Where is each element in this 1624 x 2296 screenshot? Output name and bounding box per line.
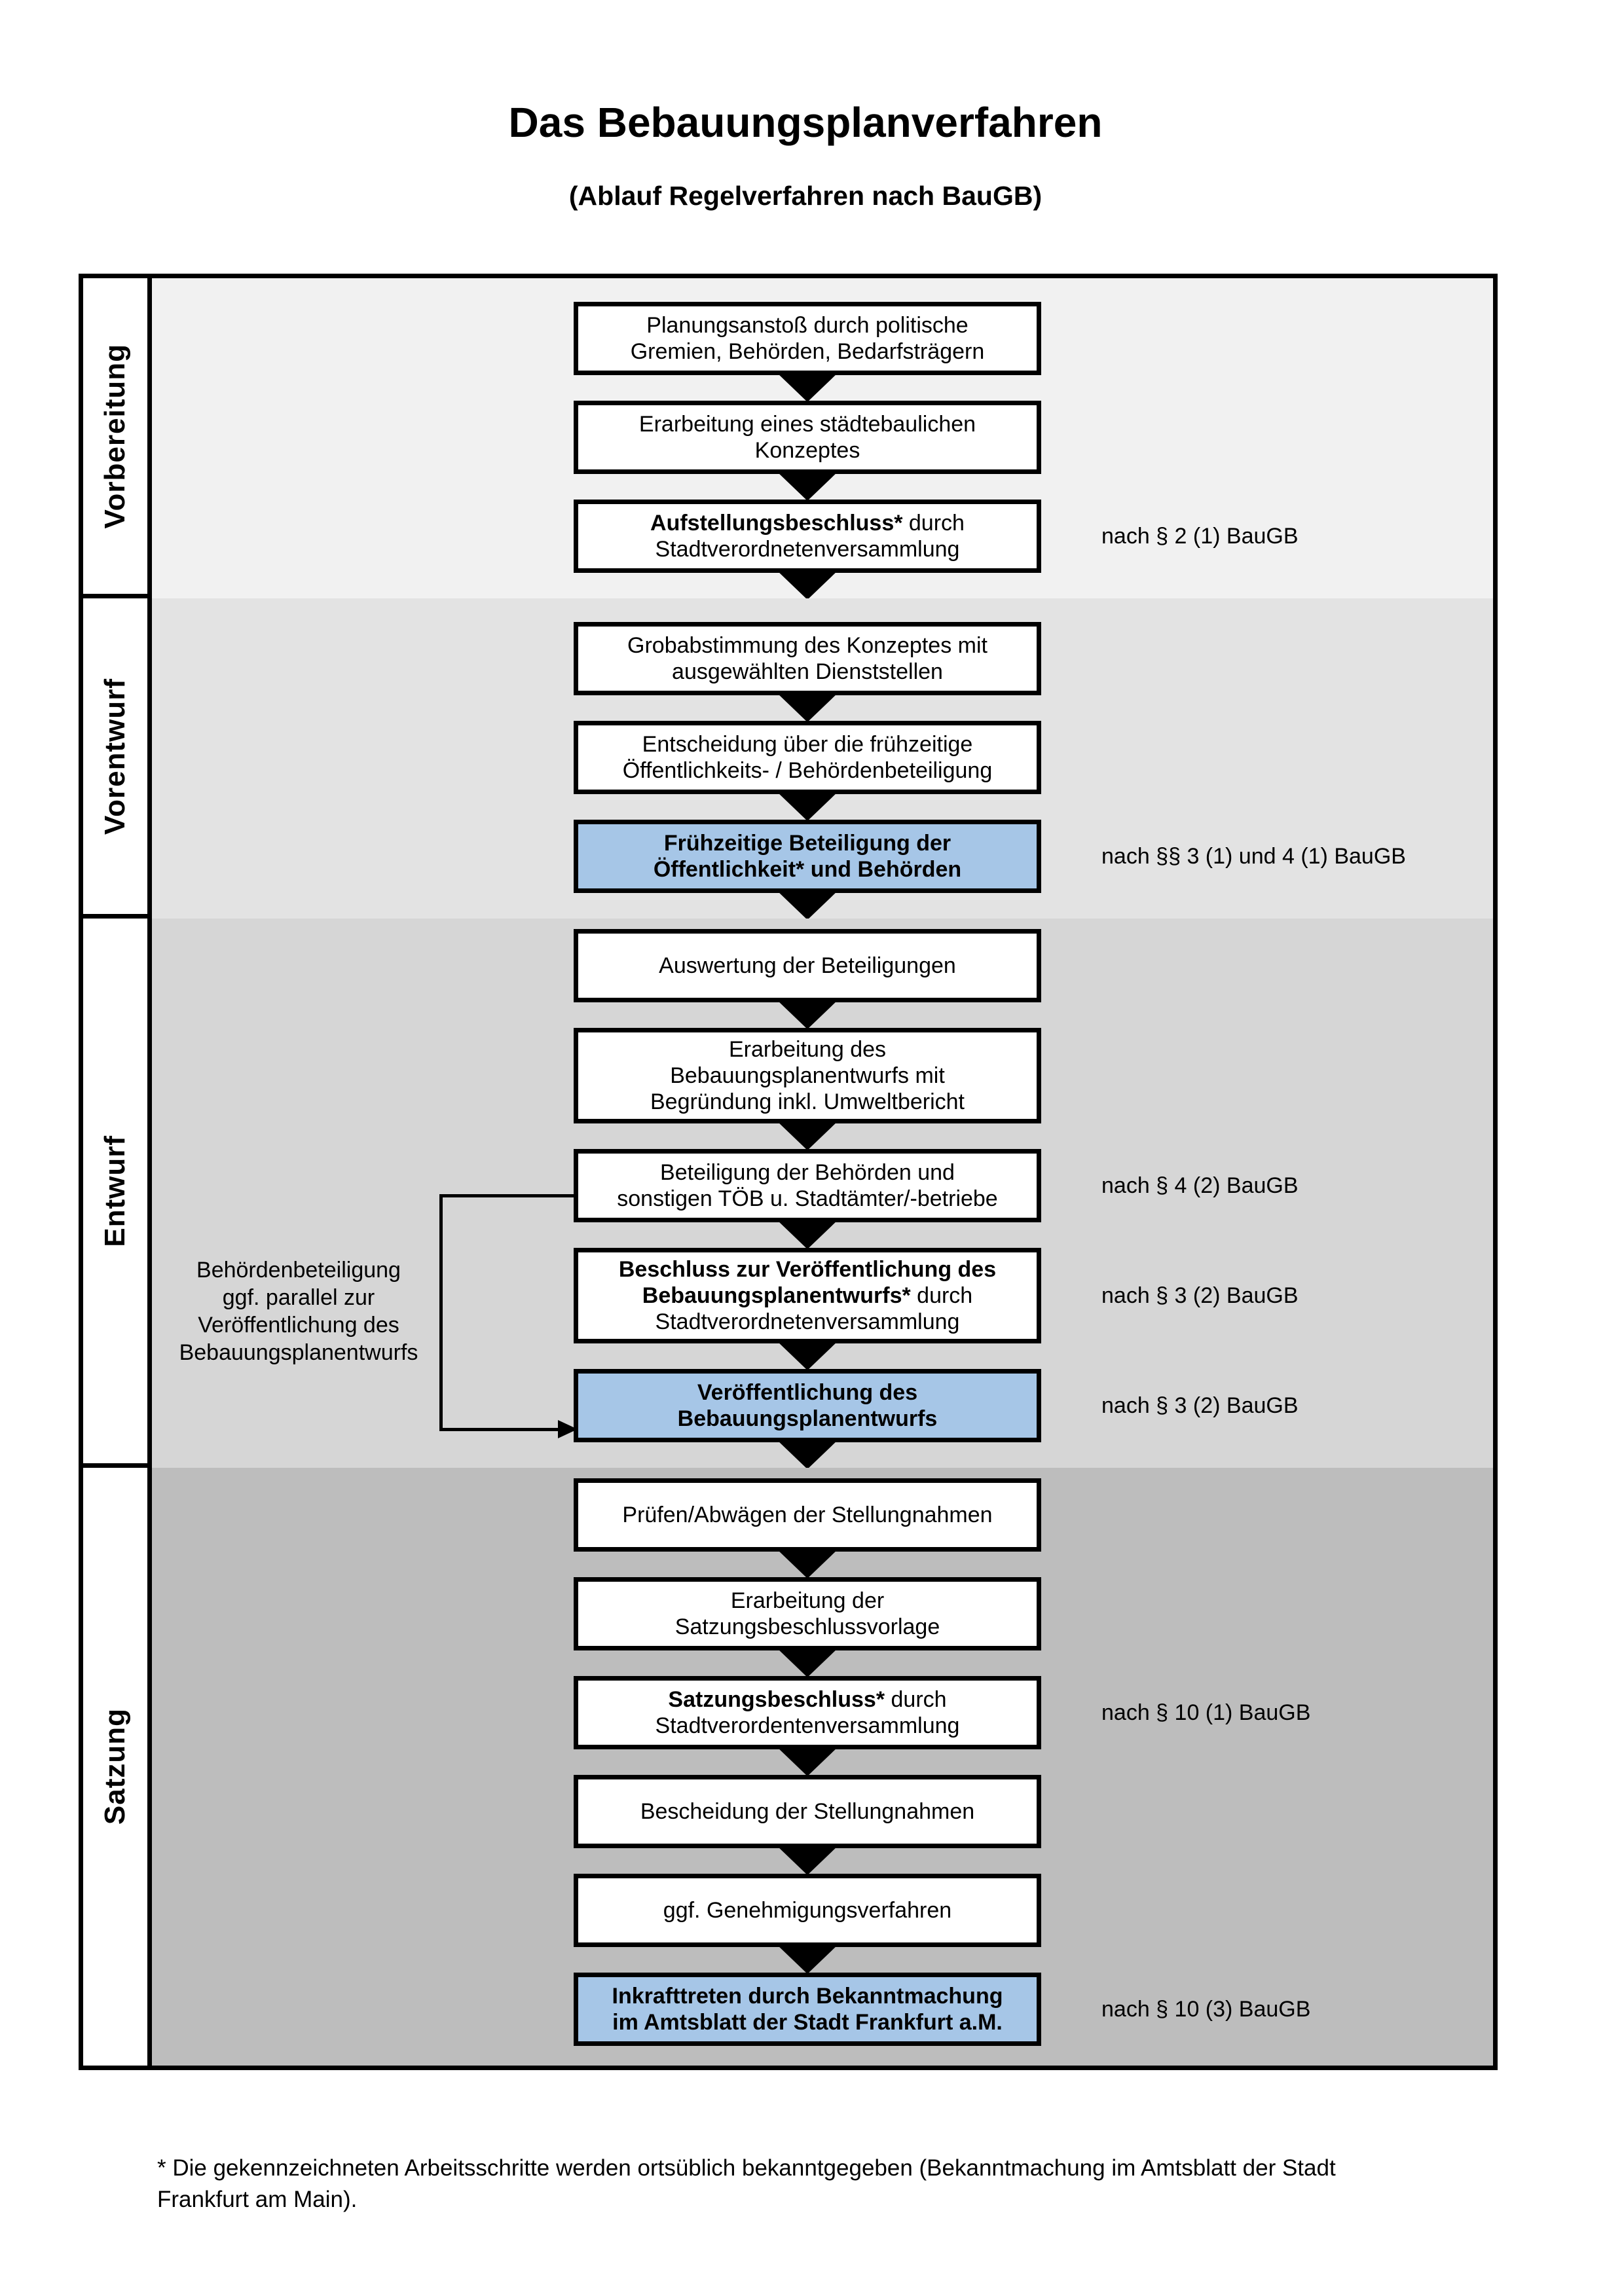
process-step-box: Bescheidung der Stellungnahmen	[574, 1775, 1041, 1848]
process-row: Beschluss zur Veröffentlichung des Bebau…	[152, 1248, 1493, 1343]
process-step-box: Aufstellungsbeschluss* durch Stadtverord…	[574, 500, 1041, 573]
process-step-text: Auswertung der Beteiligungen	[659, 953, 956, 978]
process-step-text: Erarbeitung eines städtebaulichen Konzep…	[638, 412, 976, 463]
process-step-text: Beschluss zur Veröffentlichung des Bebau…	[618, 1257, 997, 1334]
down-arrow-icon	[776, 1340, 839, 1370]
process-step-text: Aufstellungsbeschluss* durch Stadtverord…	[650, 511, 965, 562]
phase-label-entwurf: Entwurf	[83, 919, 152, 1468]
process-row: Veröffentlichung des Bebauungsplanentwur…	[152, 1369, 1493, 1442]
process-step-box: Entscheidung über die frühzeitige Öffent…	[574, 721, 1041, 794]
down-arrow-icon	[776, 999, 839, 1029]
process-step-box: Planungsanstoß durch politische Gremien,…	[574, 302, 1041, 375]
down-arrow-icon	[776, 890, 839, 920]
process-step-box: ggf. Genehmigungsverfahren	[574, 1874, 1041, 1947]
phase-label-vorbereitung: Vorbereitung	[83, 278, 152, 598]
process-step-box: Erarbeitung eines städtebaulichen Konzep…	[574, 401, 1041, 474]
parallel-note: Behördenbeteiligung ggf. parallel zur Ve…	[179, 1258, 418, 1365]
law-reference: nach § 3 (2) BauGB	[1101, 1283, 1299, 1308]
law-reference: nach §§ 3 (1) und 4 (1) BauGB	[1101, 843, 1406, 869]
process-row: Auswertung der Beteiligungen	[152, 929, 1493, 1002]
process-step-box: Auswertung der Beteiligungen	[574, 929, 1041, 1002]
footnote: * Die gekennzeichneten Arbeitsschritte w…	[157, 2155, 1336, 2212]
parallel-connector-line	[439, 1194, 578, 1438]
law-reference: nach § 10 (1) BauGB	[1101, 1700, 1311, 1725]
process-step-text: ggf. Genehmigungsverfahren	[663, 1898, 952, 1923]
diagram-frame: Vorbereitung Planungsanstoß durch politis…	[79, 274, 1498, 2070]
phase-label-satzung: Satzung	[83, 1468, 152, 2066]
process-row: Grobabstimmung des Konzeptes mit ausgewä…	[152, 622, 1493, 695]
page-subtitle: (Ablauf Regelverfahren nach BauGB)	[568, 181, 1043, 211]
phase-label-text: Entwurf	[99, 1135, 131, 1247]
law-reference: nach § 4 (2) BauGB	[1101, 1173, 1299, 1198]
process-step-text: Beteiligung der Behörden und sonstigen T…	[617, 1160, 998, 1211]
process-step-text: Satzungsbeschluss* durch Stadtverordente…	[655, 1687, 960, 1738]
process-step-text: Erarbeitung des Bebauungsplanentwurfs mi…	[650, 1037, 965, 1114]
down-arrow-icon	[776, 1845, 839, 1875]
phase-label-text: Satzung	[99, 1708, 131, 1825]
process-row: Beteiligung der Behörden und sonstigen T…	[152, 1149, 1493, 1222]
process-step-box-highlighted: Inkrafttreten durch Bekanntmachung im Am…	[574, 1973, 1041, 2046]
phase-label-text: Vorbereitung	[99, 343, 131, 529]
law-reference: nach § 3 (2) BauGB	[1101, 1393, 1299, 1418]
process-step-text: Erarbeitung der Satzungsbeschlussvorlage	[674, 1588, 940, 1639]
process-row: ggf. Genehmigungsverfahren	[152, 1874, 1493, 1947]
process-step-text: Bescheidung der Stellungnahmen	[640, 1799, 975, 1824]
process-step-box: Erarbeitung der Satzungsbeschlussvorlage	[574, 1577, 1041, 1650]
phase-label-vorentwurf: Vorentwurf	[83, 598, 152, 919]
process-row: Erarbeitung eines städtebaulichen Konzep…	[152, 401, 1493, 474]
process-step-box-highlighted: Frühzeitige Beteiligung der Öffentlichke…	[574, 820, 1041, 893]
down-arrow-icon	[776, 1219, 839, 1249]
process-step-box: Beteiligung der Behörden und sonstigen T…	[574, 1149, 1041, 1222]
process-row: Satzungsbeschluss* durch Stadtverordente…	[152, 1676, 1493, 1749]
process-row: Aufstellungsbeschluss* durch Stadtverord…	[152, 500, 1493, 573]
down-arrow-icon	[776, 692, 839, 722]
process-step-box: Beschluss zur Veröffentlichung des Bebau…	[574, 1248, 1041, 1343]
phase-content-vorentwurf: Grobabstimmung des Konzeptes mit ausgewä…	[152, 598, 1493, 920]
process-step-text: Veröffentlichung des Bebauungsplanentwur…	[677, 1380, 938, 1431]
title-block: Das Bebauungsplanverfahren (Ablauf Regel…	[0, 98, 1611, 211]
process-step-box-highlighted: Veröffentlichung des Bebauungsplanentwur…	[574, 1369, 1041, 1442]
down-arrow-icon	[776, 1647, 839, 1677]
process-step-text: Inkrafttreten durch Bekanntmachung im Am…	[612, 1984, 1003, 2035]
down-arrow-icon	[776, 1944, 839, 1974]
process-step-box: Satzungsbeschluss* durch Stadtverordente…	[574, 1676, 1041, 1749]
law-reference: nach § 2 (1) BauGB	[1101, 523, 1299, 549]
process-row: Frühzeitige Beteiligung der Öffentlichke…	[152, 820, 1493, 893]
process-row: Entscheidung über die frühzeitige Öffent…	[152, 721, 1493, 794]
process-step-box: Erarbeitung des Bebauungsplanentwurfs mi…	[574, 1028, 1041, 1123]
process-row: Erarbeitung des Bebauungsplanentwurfs mi…	[152, 1028, 1493, 1123]
process-step-text: Grobabstimmung des Konzeptes mit ausgewä…	[627, 633, 987, 684]
down-arrow-icon	[776, 791, 839, 821]
down-arrow-icon	[776, 1548, 839, 1578]
process-step-box: Grobabstimmung des Konzeptes mit ausgewä…	[574, 622, 1041, 695]
page-title: Das Bebauungsplanverfahren	[508, 99, 1103, 146]
down-arrow-icon	[776, 570, 839, 600]
process-row: Prüfen/Abwägen der Stellungnahmen	[152, 1478, 1493, 1552]
process-step-text: Frühzeitige Beteiligung der Öffentlichke…	[653, 831, 962, 882]
right-arrowhead-icon	[558, 1420, 578, 1438]
law-reference: nach § 10 (3) BauGB	[1101, 1996, 1311, 2022]
down-arrow-icon	[776, 471, 839, 501]
process-row: Planungsanstoß durch politische Gremien,…	[152, 302, 1493, 375]
down-arrow-icon	[776, 372, 839, 402]
phase-content-vorbereitung: Planungsanstoß durch politische Gremien,…	[152, 278, 1493, 600]
process-step-text: Prüfen/Abwägen der Stellungnahmen	[622, 1503, 993, 1527]
process-row: Erarbeitung der Satzungsbeschlussvorlage	[152, 1577, 1493, 1650]
process-step-text: Entscheidung über die frühzeitige Öffent…	[622, 732, 993, 783]
process-row: Bescheidung der Stellungnahmen	[152, 1775, 1493, 1848]
process-row: Inkrafttreten durch Bekanntmachung im Am…	[152, 1973, 1493, 2046]
process-step-text: Planungsanstoß durch politische Gremien,…	[630, 313, 985, 364]
down-arrow-icon	[776, 1120, 839, 1150]
down-arrow-icon	[776, 1746, 839, 1776]
phase-label-text: Vorentwurf	[99, 678, 131, 835]
process-step-box: Prüfen/Abwägen der Stellungnahmen	[574, 1478, 1041, 1552]
down-arrow-icon	[776, 1439, 839, 1469]
